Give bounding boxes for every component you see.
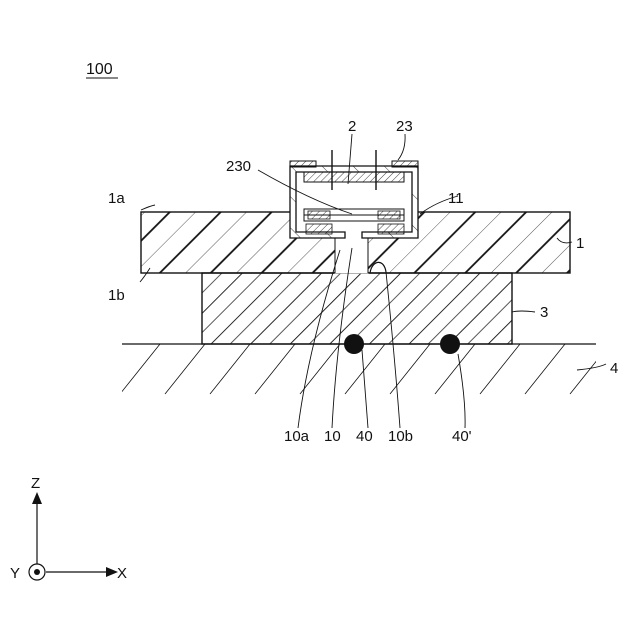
ball-40	[344, 334, 364, 354]
label-channel: 10	[324, 428, 341, 445]
label-pad: 11	[448, 190, 464, 207]
label-housing: 2	[348, 118, 356, 135]
channel	[335, 238, 368, 273]
label-plate-top: 1a	[108, 190, 125, 207]
svg-text:100: 100	[86, 61, 113, 78]
lower-block	[202, 273, 512, 344]
ball-40-prime	[440, 334, 460, 354]
axis-label-y: Y	[10, 565, 20, 582]
label-opening: 230	[226, 158, 251, 175]
label-plate-bottom: 1b	[108, 287, 125, 304]
coordinate-axes: Z Y X	[10, 475, 127, 582]
axis-label-z: Z	[31, 475, 40, 492]
label-plate: 1	[576, 235, 584, 252]
figure-number: 100	[86, 61, 118, 78]
label-block: 3	[540, 304, 548, 321]
label-ball: 40	[356, 428, 373, 445]
label-ground: 4	[610, 360, 618, 377]
label-housing-flange: 23	[396, 118, 413, 135]
axis-label-x: X	[117, 565, 127, 582]
label-channel-end-b: 10b	[388, 428, 413, 445]
label-channel-end-a: 10a	[284, 428, 310, 445]
label-ball-prime: 40'	[452, 428, 472, 445]
